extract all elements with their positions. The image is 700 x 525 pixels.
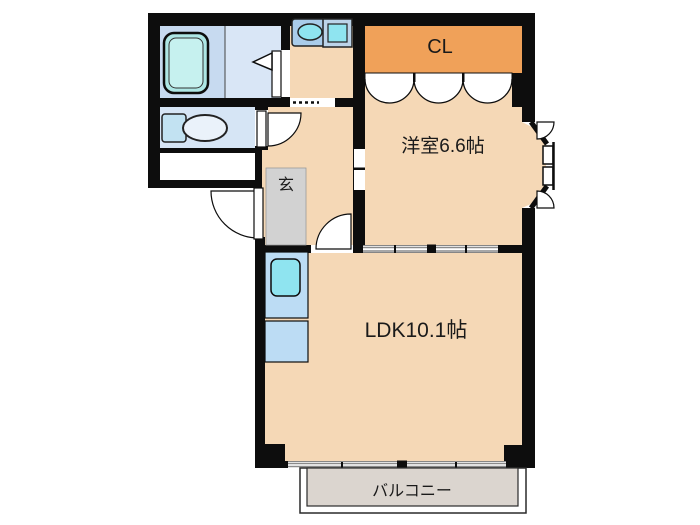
closet-door-scallop-2 <box>413 78 464 104</box>
bay-window <box>522 120 555 210</box>
entrance-niche <box>160 153 255 180</box>
bathtub <box>162 31 210 95</box>
partition-tick-2 <box>465 245 467 253</box>
western-room-label: 洋室6.6帖 <box>401 135 484 157</box>
western-room-sliding-door-panel-2 <box>354 170 365 190</box>
western-room-sliding-door-panel-1 <box>354 149 365 168</box>
bathroom-door-swing-arrow <box>251 51 273 72</box>
closet-floor <box>365 26 522 73</box>
closet-door-scallop-1 <box>364 78 415 104</box>
wall-right-lower <box>522 208 535 468</box>
wall-hall-ldk <box>255 245 365 253</box>
front-door-leaf <box>253 187 264 240</box>
closet-door-scallop-3 <box>462 78 513 104</box>
partition-tick-1 <box>394 245 396 253</box>
wall-niche-top <box>148 148 262 153</box>
partition-center-mullion <box>427 244 436 253</box>
front-door-swing <box>210 190 259 239</box>
balcony-label: バルコニー <box>372 483 452 500</box>
kitchen-counter <box>264 251 309 363</box>
kitchen-counter-lower <box>264 320 309 363</box>
bay-window-floor <box>522 122 546 208</box>
bay-window-pane-2 <box>542 166 554 186</box>
toilet-bowl <box>182 114 228 142</box>
wall-hall-western <box>353 26 365 252</box>
balcony-window-center-mullion <box>397 460 407 469</box>
balcony-window-tick-1 <box>341 462 343 468</box>
bay-window-casement-fan-bottom <box>536 190 555 209</box>
closet-door-tick-2 <box>462 73 465 82</box>
closet-door-tick-1 <box>413 73 416 82</box>
ldk-label: LDK10.1帖 <box>365 319 468 342</box>
balcony: バルコニー <box>299 467 527 514</box>
balcony-window-tick-2 <box>455 462 457 468</box>
genkan-step <box>265 167 307 246</box>
wall-right-upper <box>522 13 535 122</box>
entrance-label: 玄 <box>278 176 294 194</box>
western-room-sliding-door-divider <box>354 167 365 170</box>
wall-niche-genkan <box>255 148 262 190</box>
walls <box>148 13 535 468</box>
closet-label: CL <box>427 36 453 58</box>
bathtub-inner <box>168 37 204 89</box>
bathroom-door-leaf <box>271 50 282 98</box>
kitchen-sink <box>270 258 301 297</box>
ldk-door-swing <box>315 213 352 250</box>
wall-niche-bottom <box>148 180 262 188</box>
wall-closet-right-stub <box>512 73 522 107</box>
toilet <box>161 113 228 143</box>
toilet-door-swing <box>267 112 302 147</box>
washbasin-bowl <box>297 23 323 41</box>
balcony-deck <box>306 467 519 507</box>
bathroom-door-opening <box>281 50 290 97</box>
bay-window-pane-1 <box>542 145 554 165</box>
bay-window-casement-fan-top <box>536 121 555 140</box>
washing-machine-tub <box>327 23 348 43</box>
pillar-bottom-right <box>504 445 522 462</box>
pillar-bottom-left <box>265 444 285 462</box>
toilet-door-leaf <box>256 110 267 148</box>
wall-ldk-left <box>255 245 265 468</box>
washing-machine-pan <box>322 18 353 48</box>
wall-sanitary-horizontal <box>148 98 365 107</box>
